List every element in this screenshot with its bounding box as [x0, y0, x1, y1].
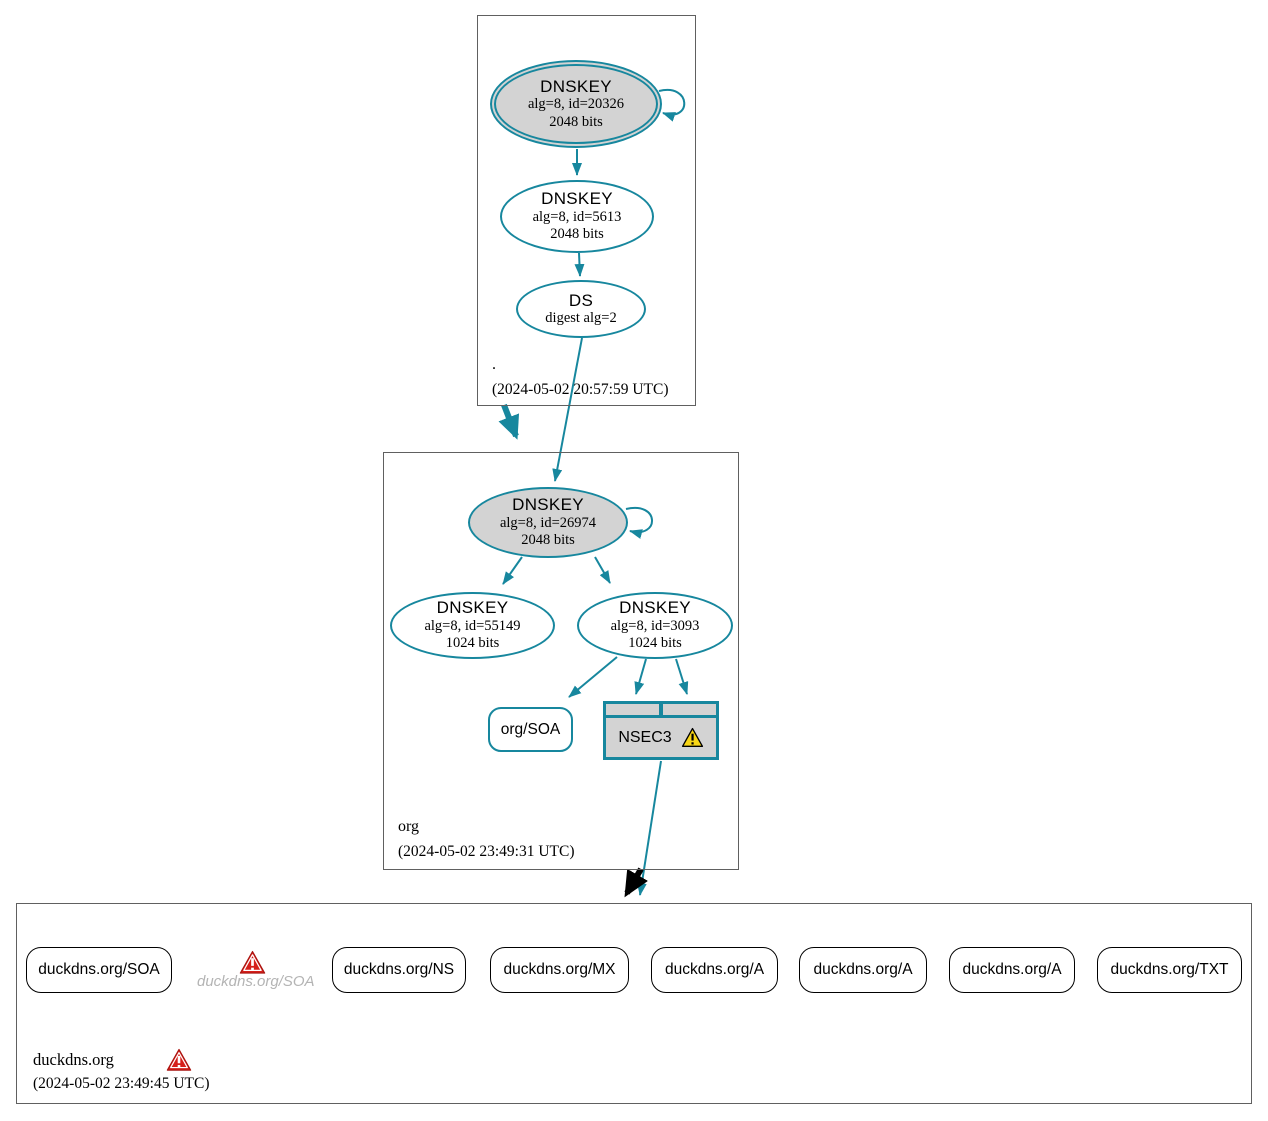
- node-duckdns-a2[interactable]: duckdns.org/A: [799, 947, 927, 993]
- dnskey-title: DNSKEY: [619, 598, 691, 618]
- dnskey-alg: alg=8, id=55149: [424, 617, 521, 634]
- edge-delegation-org-to-duckdns: [624, 867, 648, 898]
- node-org-zsk2-dnskey[interactable]: DNSKEY alg=8, id=3093 1024 bits: [577, 592, 733, 659]
- nsec3-cell: [606, 704, 659, 715]
- rrset-label: duckdns.org/A: [664, 961, 765, 978]
- zone-label-duckdns: duckdns.org: [33, 1050, 114, 1069]
- node-duckdns-mx[interactable]: duckdns.org/MX: [490, 947, 629, 993]
- rrset-label: duckdns.org/SOA: [38, 961, 160, 978]
- node-duckdns-soa[interactable]: duckdns.org/SOA: [26, 947, 172, 993]
- node-duckdns-a3[interactable]: duckdns.org/A: [949, 947, 1075, 993]
- ds-alg: digest alg=2: [545, 310, 617, 327]
- dnskey-bits: 1024 bits: [628, 635, 682, 652]
- node-org-soa[interactable]: org/SOA: [488, 707, 573, 752]
- error-icon: [239, 950, 266, 974]
- node-root-zsk-dnskey[interactable]: DNSKEY alg=8, id=5613 2048 bits: [500, 180, 654, 253]
- dnskey-bits: 2048 bits: [521, 532, 575, 549]
- zone-timestamp-root: (2024-05-02 20:57:59 UTC): [492, 381, 669, 398]
- zone-box-root: [477, 15, 696, 406]
- rrset-label: duckdns.org/TXT: [1110, 961, 1229, 978]
- warning-icon: [681, 727, 703, 747]
- dnskey-bits: 1024 bits: [445, 635, 500, 652]
- edge-delegation-root-to-org: [498, 403, 520, 440]
- nsec3-cell: [663, 704, 716, 715]
- dnskey-bits: 2048 bits: [550, 226, 604, 243]
- dnskey-alg: alg=8, id=3093: [610, 617, 700, 634]
- rrset-label: duckdns.org/NS: [343, 961, 455, 978]
- rrset-label: org/SOA: [500, 720, 561, 738]
- dnskey-title: DNSKEY: [512, 495, 584, 515]
- node-org-nsec3[interactable]: NSEC3: [603, 701, 719, 760]
- rrset-label: duckdns.org/A: [813, 961, 913, 978]
- zone-label-root: .: [492, 356, 496, 373]
- node-root-ds[interactable]: DS digest alg=2: [516, 280, 646, 338]
- zone-box-duckdns: [16, 903, 1252, 1104]
- zone-timestamp-duckdns: (2024-05-02 23:49:45 UTC): [33, 1075, 210, 1092]
- dnskey-alg: alg=8, id=26974: [499, 514, 597, 531]
- node-duckdns-a1[interactable]: duckdns.org/A: [651, 947, 778, 993]
- error-icon: [166, 1048, 192, 1071]
- dnskey-title: DNSKEY: [541, 189, 613, 209]
- ds-title: DS: [568, 290, 594, 310]
- node-org-zsk1-dnskey[interactable]: DNSKEY alg=8, id=55149 1024 bits: [390, 592, 555, 659]
- nsec3-label: NSEC3: [618, 728, 672, 746]
- node-org-ksk-dnskey[interactable]: DNSKEY alg=8, id=26974 2048 bits: [468, 487, 628, 558]
- dnskey-alg: alg=8, id=5613: [532, 208, 622, 225]
- nsec3-header-cells: [606, 704, 716, 715]
- rrset-label: duckdns.org/MX: [503, 961, 616, 978]
- missing-rrset-label: duckdns.org/SOA: [197, 973, 315, 990]
- dnskey-alg: alg=8, id=20326: [527, 96, 625, 113]
- dnskey-title: DNSKEY: [540, 76, 612, 96]
- node-root-ksk-dnskey[interactable]: DNSKEY alg=8, id=20326 2048 bits: [490, 60, 662, 148]
- zone-timestamp-org: (2024-05-02 23:49:31 UTC): [398, 843, 575, 860]
- zone-box-org: [383, 452, 739, 870]
- node-duckdns-txt[interactable]: duckdns.org/TXT: [1097, 947, 1242, 993]
- rrset-label: duckdns.org/A: [962, 961, 1062, 978]
- zone-label-org: org: [398, 818, 420, 835]
- dnskey-title: DNSKEY: [436, 598, 509, 618]
- dnskey-bits: 2048 bits: [549, 113, 603, 130]
- node-duckdns-ns[interactable]: duckdns.org/NS: [332, 947, 466, 993]
